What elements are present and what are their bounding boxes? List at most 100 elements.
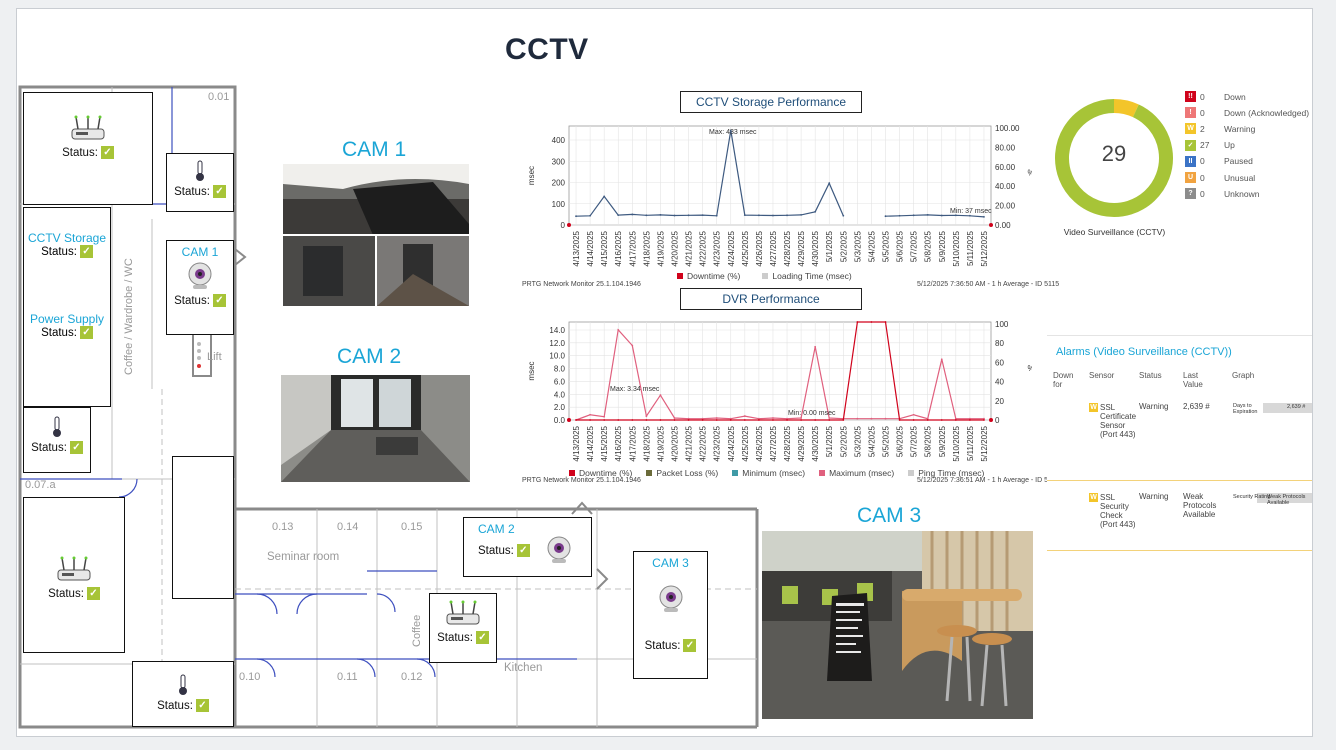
thermometer-icon [196, 160, 204, 181]
room-number: 0.11 [337, 671, 358, 683]
up-check-icon: ✓ [212, 294, 226, 307]
data-point [603, 415, 606, 418]
x-tick-label: 4/17/2025 [628, 425, 637, 461]
data-point [983, 419, 985, 421]
data-point [884, 321, 887, 323]
up-check-icon: ✓ [79, 245, 93, 258]
data-point [940, 419, 943, 421]
legend-swatch [762, 273, 769, 279]
graph-value: Weak Protocols Available [1267, 494, 1306, 506]
x-tick-label: 4/17/2025 [628, 230, 637, 266]
data-point [729, 417, 732, 420]
x-tick-label: 5/8/2025 [924, 230, 933, 262]
temperature-device-2[interactable]: Status:✓ [23, 407, 91, 473]
cam3-image[interactable] [762, 531, 1033, 719]
x-tick-label: 4/21/2025 [685, 230, 694, 266]
data-point [575, 215, 577, 218]
downtime-marker [989, 223, 993, 227]
data-point [673, 214, 676, 217]
alarm-sensor[interactable]: SSL Certificate Sensor (Port 443) [1100, 403, 1137, 439]
x-tick-label: 4/26/2025 [755, 425, 764, 461]
x-tick-label: 5/10/2025 [952, 425, 961, 461]
table-row[interactable] [1047, 390, 1312, 481]
room-number: 0.01 [208, 91, 230, 103]
status-label: Warning [1224, 123, 1256, 134]
x-tick-label: 5/2/2025 [839, 425, 848, 457]
data-point [715, 419, 718, 421]
status-icon: ✓ [1185, 139, 1196, 151]
donut-center-value: 29 [1101, 141, 1127, 166]
legend-label: Downtime (%) [687, 271, 741, 281]
room-number: 0.07.a [25, 479, 56, 491]
x-tick-label: 4/23/2025 [713, 230, 722, 266]
data-point [645, 415, 648, 417]
cam1-image[interactable] [283, 164, 469, 306]
power-supply-device[interactable]: Power Supply Status:✓ [23, 312, 111, 339]
y-tick-label: 14.0 [549, 326, 565, 335]
status-donut-chart[interactable] [1051, 95, 1177, 221]
x-tick-label: 5/11/2025 [966, 425, 975, 461]
status-label: Status: [31, 441, 67, 454]
downtime-marker [567, 223, 571, 227]
router-icon [71, 115, 105, 140]
status-label: Down [1224, 91, 1246, 102]
data-point [617, 214, 620, 216]
status-label: Status: [62, 146, 98, 159]
data-point [926, 417, 929, 420]
data-point [814, 345, 817, 348]
x-tick-label: 4/16/2025 [614, 230, 623, 266]
table-row[interactable] [1047, 480, 1312, 551]
y-tick-label: 8.0 [554, 365, 566, 374]
data-point [687, 417, 690, 420]
data-point [772, 214, 774, 217]
legend-item: Packet Loss (%) [646, 468, 718, 478]
min-annotation: Min: 37 msec [950, 208, 992, 215]
alarm-sensor[interactable]: SSL Security Check (Port 443) [1100, 493, 1136, 529]
chart2-legend: Downtime (%) Packet Loss (%) Minimum (ms… [569, 468, 984, 478]
room-number: 0.10 [239, 671, 261, 683]
cam2-device-label: CAM 2 [478, 522, 515, 536]
status-count: 0 [1200, 172, 1205, 183]
thermometer-icon [179, 674, 187, 695]
room-number: 0.13 [272, 521, 294, 533]
data-point [800, 419, 802, 421]
router-device-1[interactable]: Status:✓ [23, 92, 153, 205]
router-device-3[interactable]: Status:✓ [429, 593, 497, 663]
temperature-device-3[interactable]: Status:✓ [132, 661, 234, 727]
x-tick-label: 4/24/2025 [727, 425, 736, 461]
status-icon: W [1185, 123, 1196, 135]
x-tick-label: 5/4/2025 [867, 230, 876, 262]
cam2-heading: CAM 2 [337, 345, 402, 368]
data-point [659, 394, 662, 397]
temperature-device-1[interactable]: Status:✓ [166, 153, 234, 212]
data-point [729, 419, 732, 421]
chart2-footer-left: PRTG Network Monitor 25.1.104.1946 [522, 477, 641, 484]
status-count: 0 [1200, 107, 1205, 118]
router-device-2[interactable]: Status:✓ [23, 497, 125, 653]
status-label: Status: [48, 587, 84, 600]
cam1-device[interactable]: CAM 1 Status:✓ [166, 240, 234, 335]
x-tick-label: 4/22/2025 [699, 425, 708, 461]
status-label: Status: [157, 699, 193, 712]
x-tick-label: 5/9/2025 [938, 230, 947, 262]
series-line [575, 328, 984, 421]
y-tick-label: 0 [561, 221, 566, 230]
data-point [701, 214, 704, 216]
cctv-storage-device[interactable]: CCTV Storage Status:✓ [23, 231, 111, 258]
y-tick-label: 400 [552, 136, 566, 145]
cam2-device[interactable]: CAM 2 Status:✓ [463, 517, 592, 577]
room-block [172, 456, 234, 599]
min-annotation: Min: 0.00 msec [788, 410, 836, 417]
x-tick-label: 4/27/2025 [769, 230, 778, 266]
x-tick-label: 5/7/2025 [910, 425, 919, 457]
cam2-image[interactable] [281, 375, 470, 482]
data-point [786, 419, 788, 421]
cam3-device[interactable]: CAM 3 Status:✓ [633, 551, 708, 679]
